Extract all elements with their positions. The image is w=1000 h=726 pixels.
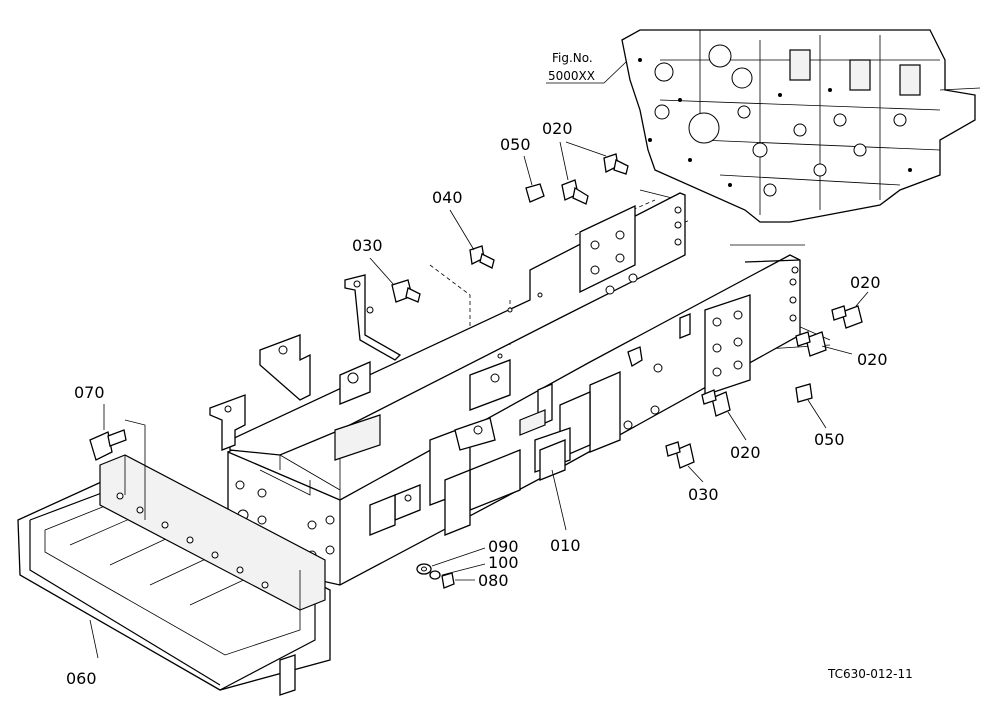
- bolt-070: [89, 429, 127, 461]
- bolt-030-lower: [665, 441, 695, 469]
- nut-050-right: [795, 383, 813, 403]
- bolt-020-right-a: [831, 305, 863, 329]
- label-030-top: 030: [352, 236, 383, 255]
- label-050-top: 050: [500, 135, 531, 154]
- drawing-code: TC630-012-11: [827, 667, 913, 681]
- fasteners: [89, 153, 863, 589]
- figure-ref-line1: Fig.No.: [552, 51, 593, 65]
- label-030-lower: 030: [688, 485, 719, 504]
- figure-ref-line2: 5000XX: [548, 69, 595, 83]
- bolt-020-right-b: [795, 331, 827, 357]
- label-020-right-b: 020: [857, 350, 888, 369]
- bolt-040: [469, 245, 495, 269]
- label-040: 040: [432, 188, 463, 207]
- bolt-020-top-b: [561, 179, 589, 205]
- bolt-030-top: [391, 279, 421, 303]
- nut-050-top: [525, 183, 545, 203]
- engine-block: [621, 29, 981, 223]
- lockwasher-100: [429, 570, 441, 580]
- label-020-right-a: 020: [850, 273, 881, 292]
- label-010: 010: [550, 536, 581, 555]
- front-frame: [209, 192, 801, 586]
- label-060: 060: [66, 669, 97, 688]
- bolt-020-lower: [701, 389, 731, 417]
- label-050-right: 050: [814, 430, 845, 449]
- washer-090: [416, 563, 432, 575]
- label-080: 080: [478, 571, 509, 590]
- part-labels: 070 020 050 040 030 020 020 050 020 030 …: [66, 119, 888, 688]
- figure-reference: Fig.No. 5000XX: [546, 51, 627, 84]
- label-100: 100: [488, 553, 519, 572]
- bolt-020-top-a: [603, 153, 629, 175]
- front-bumper: [17, 454, 331, 696]
- label-020-top: 020: [542, 119, 573, 138]
- bolt-080: [441, 572, 455, 589]
- leader-lines: [89, 141, 869, 659]
- label-020-lower: 020: [730, 443, 761, 462]
- label-090: 090: [488, 537, 519, 556]
- label-070: 070: [74, 383, 105, 402]
